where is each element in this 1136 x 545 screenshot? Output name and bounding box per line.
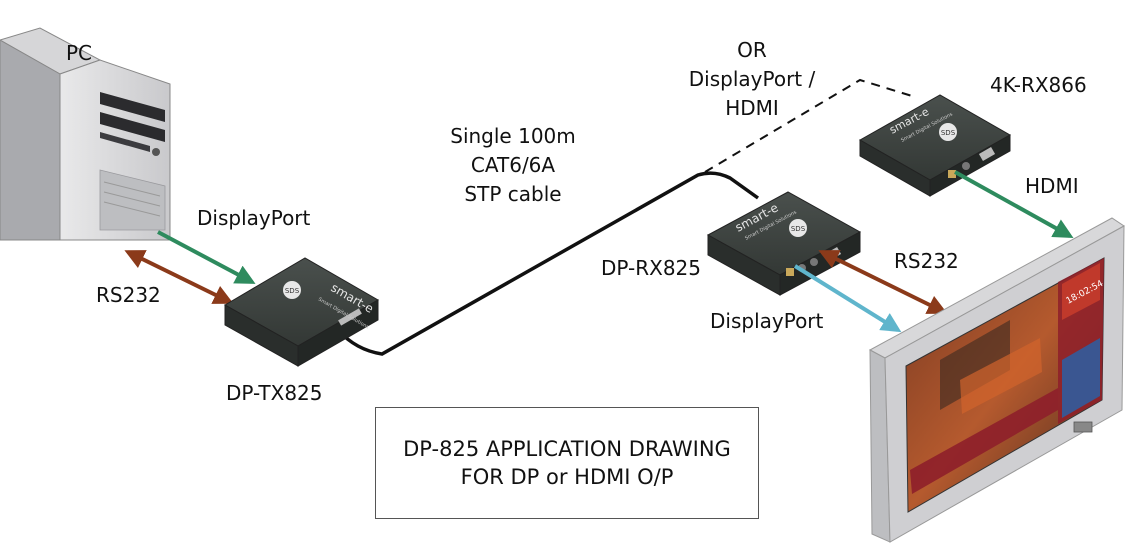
or-label-line2: DisplayPort / [688,67,816,91]
or-label-line1: OR [737,38,767,62]
rx866-device-label: 4K-RX866 [990,73,1087,97]
caption-line1: DP-825 APPLICATION DRAWING [403,437,731,461]
tx-device-label: DP-TX825 [226,381,323,405]
sds-logo: SDS [791,225,806,233]
rs232-arrow-left [124,250,234,304]
rs232-label-right: RS232 [894,249,959,273]
rx825-device-label: DP-RX825 [601,256,702,280]
displayport-label-right: DisplayPort [710,309,824,333]
pc-label: PC [66,41,93,65]
cat6-cable [336,171,760,356]
dp-tx825-device-icon: SDS smart-e Smart Digital Solutions [223,257,380,367]
alternative-cable-dashed [704,78,913,173]
hdmi-arrow [954,170,1074,238]
4k-rx866-device-icon: SDS smart-e Smart Digital Solutions [858,94,1012,197]
displayport-label-left: DisplayPort [197,206,311,230]
hdmi-label-right: HDMI [1025,174,1079,198]
displayport-arrow-right [793,264,902,333]
or-label-line3: HDMI [725,96,779,120]
display-monitor-icon: 18:02:54 [868,217,1125,543]
caption-line2: FOR DP or HDMI O/P [460,465,674,489]
caption-box: DP-825 APPLICATION DRAWING FOR DP or HDM… [375,407,759,519]
cable-label-line3: STP cable [464,182,562,206]
pc-tower-icon [0,27,171,241]
dp-rx825-device-icon: SDS smart-e Smart Digital Solutions [706,191,862,296]
rs232-arrow-right [818,250,948,314]
sds-logo: SDS [941,129,956,137]
cable-label-line2: CAT6/6A [470,153,556,177]
sds-logo: SDS [285,287,300,295]
cable-label-line1: Single 100m [450,124,576,148]
rs232-label-left: RS232 [96,283,161,307]
